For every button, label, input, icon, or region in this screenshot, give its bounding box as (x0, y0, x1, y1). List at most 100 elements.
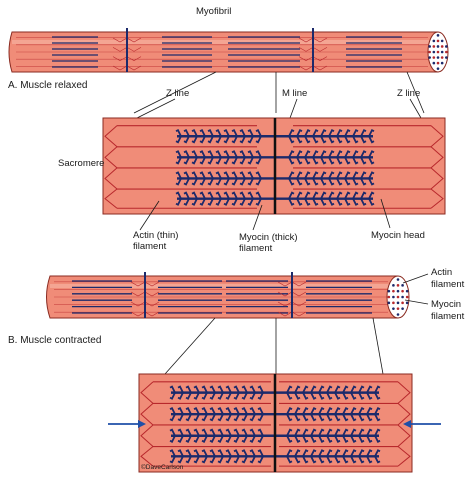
myosin-head (217, 413, 224, 422)
myosin-head (368, 198, 375, 206)
myosin-head (326, 455, 333, 464)
myosin-head (334, 449, 341, 457)
myosin-head (296, 150, 303, 158)
cross-section-filament-dot (432, 56, 436, 59)
myosin-head (249, 455, 256, 464)
myosin-head (249, 449, 256, 457)
myosin-thick-label-line2: filament (239, 243, 273, 254)
myosin-head (320, 198, 327, 206)
myosin-head (225, 406, 232, 415)
myosin-head (358, 392, 365, 400)
myosin-head (209, 449, 216, 457)
myosin-head (334, 428, 341, 437)
myosin-head (326, 435, 333, 443)
myosin-head (225, 392, 232, 400)
cross-section-filament-dot (436, 39, 440, 43)
myosin-head (296, 135, 303, 144)
myosin-head (288, 178, 295, 186)
myosin-head (374, 392, 381, 400)
myosin-head (336, 171, 343, 179)
myosin-head (310, 385, 317, 394)
myosin-head (257, 406, 264, 415)
myosin-head (209, 455, 216, 464)
myosin-head (215, 135, 222, 144)
myosin-head (225, 385, 232, 394)
myosin-head (328, 178, 335, 186)
myosin-head (207, 150, 214, 158)
myosin-head (257, 385, 264, 394)
myosin-head (247, 191, 254, 200)
myosin-head (225, 455, 232, 464)
myosin-head (302, 428, 309, 437)
cross-section-filament-dot (392, 307, 395, 310)
myosin-head (366, 413, 373, 422)
z-line-left-label: Z line (166, 88, 189, 99)
myosin-head (231, 191, 238, 200)
myosin-head (304, 191, 311, 200)
myosin-head (249, 428, 256, 437)
cross-section-filament-dot (396, 301, 400, 305)
myosin-head (215, 171, 222, 179)
myosin-head (185, 435, 192, 443)
cross-section-filament-dot (396, 313, 400, 316)
myosin-head (286, 428, 293, 437)
myosin-head (169, 413, 176, 422)
myosin-head (302, 392, 309, 400)
myosin-head (241, 449, 248, 457)
myosin-head (296, 171, 303, 179)
myosin-head (310, 413, 317, 422)
myosin-head (217, 428, 224, 437)
cross-section-filament-dot (436, 67, 440, 70)
myosin-head (336, 178, 343, 186)
cross-section-filament-dot (405, 289, 409, 293)
myosin-head (201, 449, 208, 457)
myosin-head (358, 449, 365, 457)
myosin-head (296, 191, 303, 200)
myosin-head (358, 385, 365, 394)
myosin-head (199, 129, 206, 137)
myosin-head (310, 392, 317, 400)
z-line-chevron (430, 167, 444, 190)
cross-section-filament-dot (436, 50, 440, 54)
myosin-head (233, 392, 240, 400)
myosin-head (304, 171, 311, 179)
myosin-head (201, 392, 208, 400)
myosin-head (326, 392, 333, 400)
myosin-head (177, 455, 184, 464)
z-line-chevron (397, 446, 411, 467)
myosin-head (249, 406, 256, 415)
myosin-head (247, 171, 254, 179)
myosin-head (185, 455, 192, 464)
myofibril-relaxed-cross-section-dots (428, 34, 448, 70)
myosin-head (169, 392, 176, 400)
myosin-head (217, 385, 224, 394)
myosin-head (368, 156, 375, 165)
myosin-head (352, 156, 359, 165)
z-line-right-label: Z line (397, 88, 420, 99)
myosin-head (223, 191, 230, 200)
myosin-head (350, 449, 357, 457)
myosin-head (342, 385, 349, 394)
myosin-head (241, 413, 248, 422)
myosin-head (312, 156, 319, 165)
pointer-lines-relaxed (139, 198, 391, 231)
myosin-head (201, 428, 208, 437)
myosin-head (374, 455, 381, 464)
z-line-chevron (397, 381, 411, 404)
zoom-lines-relaxed (133, 71, 425, 119)
myofibril-relaxed (8, 28, 449, 73)
myosin-head (304, 135, 311, 144)
myosin-head (255, 191, 262, 200)
myosin-head (207, 156, 214, 165)
myosin-head (336, 150, 343, 158)
myosin-head (217, 435, 224, 443)
myosin-head (342, 392, 349, 400)
myosin-head (207, 129, 214, 137)
myosin-head (183, 150, 190, 158)
myosin-head (207, 198, 214, 206)
cross-section-filament-dot (428, 56, 431, 59)
myosin-head (255, 156, 262, 165)
myofibril-contracted-cross-section-dots (387, 278, 409, 316)
myosin-head (209, 413, 216, 422)
z-line-chevron (104, 146, 118, 169)
